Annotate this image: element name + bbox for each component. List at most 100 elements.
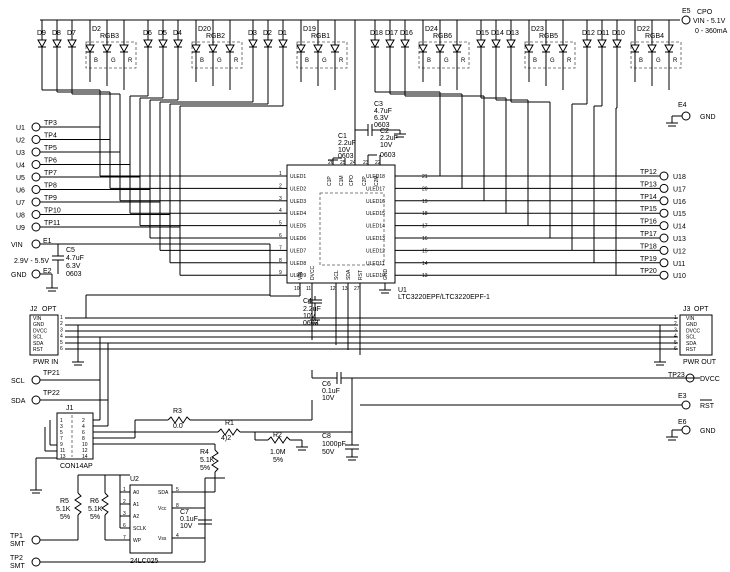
u1-ref: U1	[398, 287, 407, 294]
tp-tp14[interactable]	[659, 196, 669, 206]
e1-label: E1	[43, 238, 52, 245]
u2-pin-num: 2	[123, 499, 126, 505]
r5-tolerance: 5%	[60, 514, 70, 521]
r3-ref: R3	[173, 408, 182, 415]
j2-pin-num: 5	[60, 340, 63, 346]
u1-pin-num: 25	[340, 160, 346, 166]
cpo-current-label: 0 - 360mA	[695, 28, 728, 35]
j2-pin-num: 6	[60, 346, 63, 352]
c5-voltage: 6.3V	[66, 263, 81, 270]
e2-terminal[interactable]	[31, 269, 41, 279]
tp-tp4[interactable]	[31, 135, 41, 144]
rgb-channel: R	[234, 58, 239, 64]
u1-pin-uled7: ULED7	[290, 248, 306, 254]
tp-label: TP5	[44, 145, 57, 152]
tp-tp15[interactable]	[659, 208, 669, 218]
c3-value: 4.7uF	[374, 108, 392, 115]
signal-u8: U8	[16, 213, 25, 220]
tp-tp13[interactable]	[659, 183, 669, 193]
j1-pin-num: 13	[60, 454, 66, 460]
signal-u7: U7	[16, 200, 25, 207]
tp23-terminal[interactable]	[685, 373, 695, 383]
rgb-diode	[664, 44, 674, 54]
e5-terminal[interactable]	[681, 15, 691, 25]
u1-pin-uled4: ULED4	[290, 211, 306, 217]
c8-value: 1000pF	[322, 441, 346, 448]
led-d11	[597, 39, 607, 49]
rgb-channel: R	[567, 58, 572, 64]
u1-pin-rst: RST	[358, 270, 364, 280]
rgb-package	[85, 41, 137, 69]
c5-size: 0603	[66, 271, 82, 278]
led-label: D15	[476, 30, 489, 37]
tp-label: TP11	[44, 220, 60, 227]
tp2-terminal[interactable]	[31, 557, 41, 567]
u1-pin-num: 13	[422, 273, 428, 279]
j3-pin-sda: SDA	[686, 341, 697, 347]
e6-terminal[interactable]	[681, 425, 691, 435]
j1-ref: J1	[66, 405, 74, 412]
tp-tp6[interactable]	[31, 160, 41, 169]
e4-terminal[interactable]	[681, 111, 691, 121]
tp-tp8[interactable]	[31, 185, 41, 194]
rgb-channel: B	[200, 58, 204, 64]
led-d9	[37, 39, 47, 49]
rgb-channel: R	[673, 58, 678, 64]
tp-tp10[interactable]	[31, 210, 41, 219]
r6-value: 5.1K	[88, 506, 103, 513]
tp-tp3[interactable]	[31, 122, 41, 132]
tp-tp16[interactable]	[659, 221, 669, 231]
vin-range-label: 2.9V - 5.5V	[14, 258, 49, 265]
u2-pin-num: 3	[123, 511, 126, 517]
rgb-diode	[435, 44, 445, 54]
tp-tp19[interactable]	[659, 258, 669, 268]
rgb-ref: D20	[198, 26, 211, 33]
j2-ref: J2	[30, 306, 38, 313]
tp-tp9[interactable]	[31, 197, 41, 207]
tp1-terminal[interactable]	[31, 535, 41, 545]
c2-size: 0603	[380, 152, 396, 159]
rgb-label: RGB5	[539, 33, 558, 40]
tp-tp12[interactable]	[659, 171, 669, 181]
tp-tp7[interactable]	[31, 172, 41, 182]
tp21-terminal[interactable]	[31, 375, 41, 385]
tp-tp17[interactable]	[659, 233, 669, 243]
r2-tolerance: 5%	[273, 457, 283, 464]
tp22-terminal[interactable]	[31, 395, 41, 405]
rgb-channel: G	[444, 58, 449, 64]
j1-pin-num: 12	[82, 448, 88, 454]
j2-pin-num: 1	[60, 315, 63, 321]
tp-label: TP15	[640, 206, 657, 213]
j3-pin-dvcc: DVCC	[686, 328, 701, 334]
led-d3	[248, 39, 258, 49]
r6-ref: R6	[90, 498, 99, 505]
tp-label: TP8	[44, 183, 57, 190]
u1-pin-num: 13	[342, 286, 348, 292]
j1-pin-num: 7	[60, 436, 63, 442]
rgb-channel: G	[111, 58, 116, 64]
tp-tp20[interactable]	[659, 270, 669, 280]
rgb-label: RGB6	[433, 33, 452, 40]
tp-tp5[interactable]	[31, 147, 41, 157]
u1-pin-num: 20	[422, 186, 428, 192]
led-label: D1	[278, 30, 287, 37]
tp-label: TP14	[640, 194, 657, 201]
u1-pin-num: 3	[279, 196, 282, 202]
u1-pin-num: 18	[422, 211, 428, 217]
tp-tp11[interactable]	[31, 222, 41, 232]
e1-terminal[interactable]	[31, 239, 41, 249]
u1-pin-num: 21	[422, 174, 428, 180]
rgb-diode	[85, 44, 95, 54]
rgb-diode	[191, 44, 201, 54]
rgb-ref: D19	[303, 26, 316, 33]
e3-terminal[interactable]	[681, 400, 691, 410]
c3-size: 0603	[374, 122, 390, 129]
u1-pin-uled10: ULED10	[366, 273, 385, 279]
tp-tp18[interactable]	[659, 245, 669, 255]
j1-pin-num: 14	[82, 454, 88, 460]
u1-pin-c2m: C2M	[374, 175, 380, 186]
rgb-diode	[630, 44, 640, 54]
c4-size: 0603	[303, 320, 319, 327]
signal-u14: U14	[673, 224, 686, 231]
